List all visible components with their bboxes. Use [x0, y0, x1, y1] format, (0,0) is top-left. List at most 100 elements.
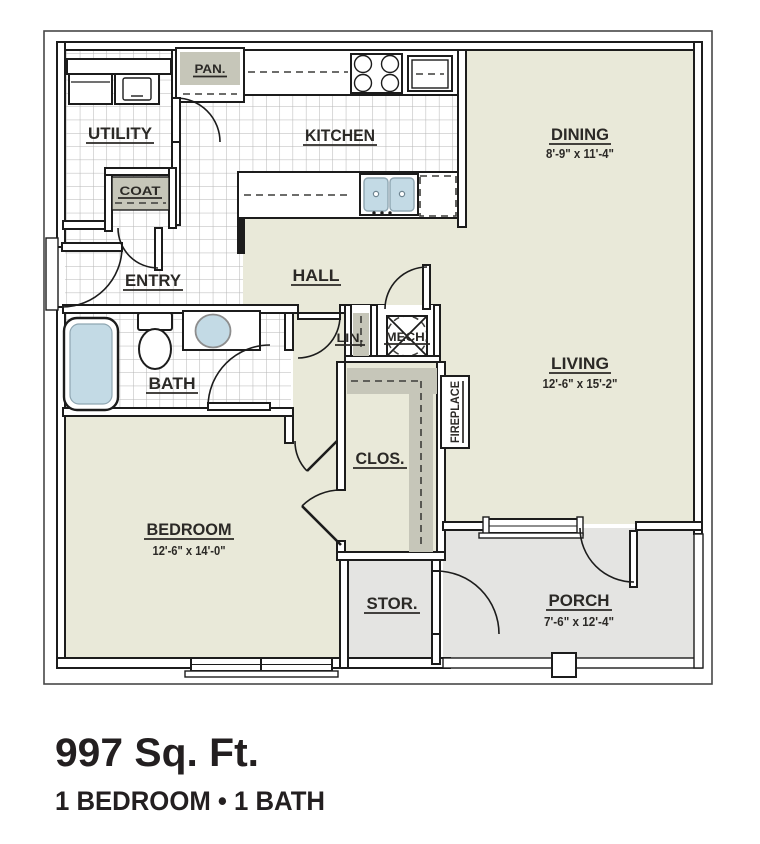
vanity-sink-symbol: [194, 313, 232, 349]
wall-segment: [56, 41, 66, 248]
doors: [61, 97, 638, 635]
wall-segment: [635, 521, 703, 531]
footer: 997 Sq. Ft. 1 BEDROOM • 1 BATH: [55, 731, 325, 816]
wall-segment: [693, 41, 703, 535]
room-label-utility: UTILITY: [88, 124, 153, 143]
wall-segment: [336, 551, 446, 561]
water-heater-symbol: [386, 315, 428, 357]
plan-outer-frame: [43, 30, 713, 685]
door-swing-hall: [297, 315, 341, 359]
coat-shelf-shade: [111, 176, 170, 211]
room-label-storage: STOR.: [367, 594, 418, 613]
wall-segment: [104, 167, 113, 232]
room-label-entry: ENTRY: [125, 271, 182, 290]
door-leaf-coat: [154, 227, 163, 271]
fireplace: FIREPLACE: [440, 375, 470, 449]
burner-icon: [380, 73, 400, 93]
door-leaf-storage: [431, 570, 441, 635]
floor-hall: [243, 218, 694, 313]
coat-closet: [104, 167, 177, 232]
kitchen-fixtures: [237, 49, 459, 219]
window-sill: [478, 532, 584, 539]
door-swing-entry: [61, 246, 123, 308]
wall-segment: [339, 559, 349, 669]
room-label-living: LIVING: [551, 354, 609, 373]
utility-counter: [66, 58, 172, 75]
room-label-porch: PORCH: [549, 591, 610, 610]
washer-symbol: [68, 73, 113, 105]
door-swing-storage: [435, 570, 500, 635]
wall-segment: [62, 407, 294, 417]
door-swing-porch: [579, 527, 635, 583]
bath-fixtures: [62, 310, 261, 412]
floor-storage: [346, 558, 434, 660]
burner-icon: [380, 54, 400, 74]
wall-segment: [336, 361, 346, 491]
wall-segment: [168, 167, 177, 229]
drain-icon: [372, 190, 380, 198]
room-label-dining: DINING: [551, 125, 609, 144]
wall-segment: [457, 49, 467, 228]
wall-segment: [104, 167, 177, 176]
door-swing-bath: [207, 344, 271, 408]
wall-stub: [237, 218, 245, 254]
porch-post-symbol: [551, 652, 577, 678]
faucet-dot: [380, 211, 384, 215]
faucet-dot: [388, 211, 392, 215]
door-leaf-mech: [422, 264, 431, 310]
pantry-closet: [175, 47, 245, 103]
door-leaf-entry: [61, 242, 123, 252]
config-text: 1 BEDROOM • 1 BATH: [55, 786, 325, 816]
dishwasher-symbol: [419, 175, 457, 217]
bathtub-basin: [69, 323, 113, 405]
drain-icon: [398, 190, 406, 198]
wall-segment: [56, 657, 194, 669]
room-label-bath: BATH: [149, 374, 196, 393]
door-leaf-utility: [171, 97, 181, 143]
mech-label: MECH.: [386, 330, 429, 344]
wall-segment: [284, 312, 294, 351]
entry-door-surround: [45, 237, 59, 311]
utility-fixtures: [66, 58, 172, 105]
door-swing-utility: [175, 97, 221, 143]
floor-dining: [464, 50, 694, 220]
door-swing-bedroom: [294, 440, 308, 472]
door-leaf-hall: [297, 312, 341, 320]
window-sill: [184, 670, 339, 678]
dryer-door: [122, 77, 152, 101]
coat-label: COAT: [120, 184, 162, 198]
room-dims-living: 12'-6" x 15'-2": [543, 377, 618, 391]
wall-segment: [442, 521, 490, 531]
room-label-hall: HALL: [293, 266, 340, 285]
room-dims-bedroom: 12'-6" x 14'-0": [153, 544, 226, 558]
wall-segment: [433, 304, 441, 363]
sqft-text: 997 Sq. Ft.: [55, 731, 259, 775]
closet-rod-symbol: [347, 368, 437, 552]
fireplace-label: FIREPLACE: [448, 381, 462, 443]
room-labels: UTILITY KITCHEN DINING 8'-9" x 11'-4" EN…: [86, 62, 618, 629]
room-label-kitchen: KITCHEN: [305, 126, 375, 145]
door-leaf-bath: [207, 402, 271, 411]
pantry-label: PAN.: [195, 62, 226, 76]
room-dims-dining: 8'-9" x 11'-4": [546, 147, 614, 161]
water-heater-x: [386, 315, 428, 357]
windows: [184, 516, 584, 678]
wall-segment: [62, 304, 299, 314]
door-swing-coat: [117, 227, 159, 269]
fireplace-box: [440, 375, 470, 449]
door-swing-closet: [301, 489, 342, 507]
floor-bedroom: [65, 412, 347, 660]
toilet-tank: [137, 312, 173, 331]
linen-label: LIN.: [337, 331, 364, 345]
wall-segment: [370, 304, 378, 363]
room-label-bedroom: BEDROOM: [147, 520, 232, 539]
toilet-symbol: [138, 328, 172, 370]
room-label-closet: CLOS.: [356, 449, 405, 468]
window-end-post: [482, 516, 490, 536]
burner-icon: [353, 54, 373, 74]
burner-icon: [353, 73, 373, 93]
wall-segment: [56, 41, 703, 51]
porch-rail-east: [693, 533, 704, 669]
